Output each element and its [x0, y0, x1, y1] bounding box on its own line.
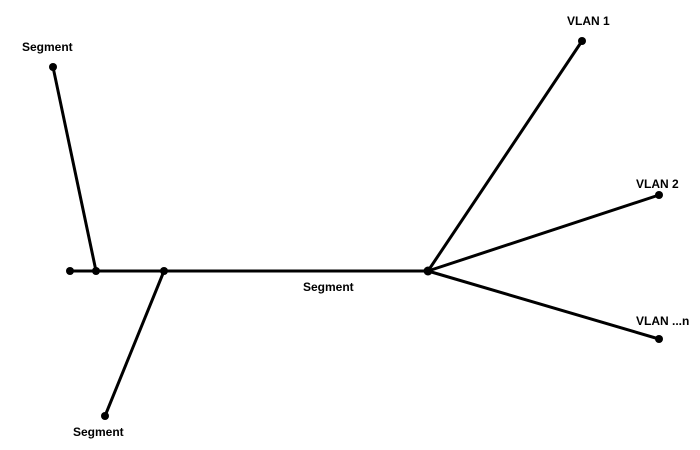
vlan-2-node: [655, 191, 663, 199]
segment-top-label: Segment: [22, 40, 73, 54]
vlan-1-node: [578, 37, 586, 45]
vlan-n-label: VLAN ...n: [636, 314, 689, 328]
vlan-hub-node: [423, 266, 433, 276]
top-segment-line: [51, 65, 98, 273]
segment-left-end-node: [66, 267, 74, 275]
top-branch-junction-node: [92, 267, 100, 275]
vlan-2-label: VLAN 2: [636, 177, 679, 191]
bottom-branch-junction-node: [160, 267, 168, 275]
vlan-1-line: [426, 39, 584, 273]
vlan-2-line: [426, 193, 661, 273]
segment-bottom-label: Segment: [73, 425, 124, 439]
bottom-segment-end-node: [101, 412, 109, 420]
top-segment-end-node: [49, 63, 57, 71]
vlan-n-node: [655, 335, 663, 343]
bottom-segment-line: [103, 269, 166, 418]
segment-main-label: Segment: [303, 280, 354, 294]
vlan-n-line: [426, 269, 661, 341]
vlan-1-label: VLAN 1: [567, 14, 610, 28]
